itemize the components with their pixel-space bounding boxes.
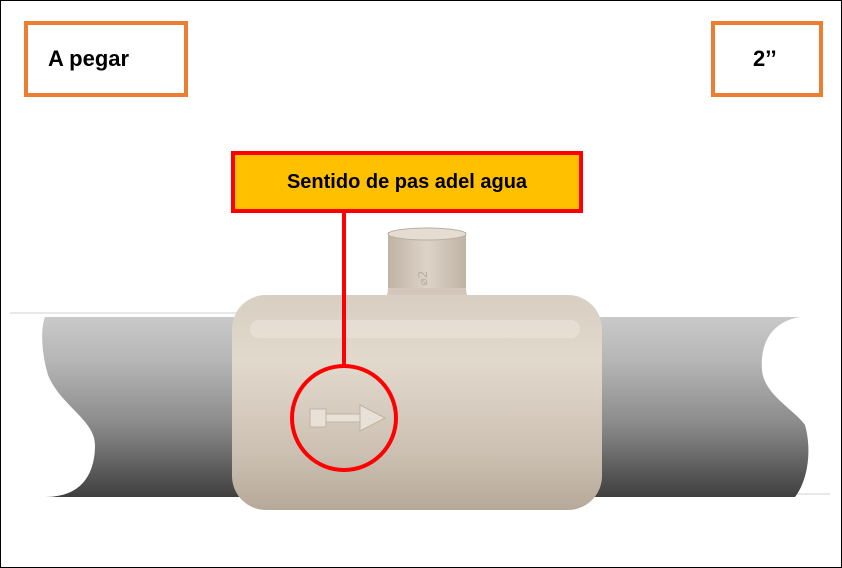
svg-text:⌀2: ⌀2 (416, 271, 430, 286)
callout-highlight-circle (290, 364, 398, 472)
pipe-right (585, 317, 809, 497)
tag-size: 2’’ (711, 21, 823, 97)
pipe-left (42, 317, 251, 497)
flow-direction-callout: Sentido de pas adel agua (231, 151, 583, 213)
tag-a-pegar-text: A pegar (48, 46, 130, 71)
flow-direction-arrow-icon (309, 404, 387, 432)
tee-fitting-body (232, 295, 602, 510)
tag-a-pegar: A pegar (24, 21, 188, 97)
tag-size-text: 2’’ (753, 46, 777, 71)
flow-direction-callout-text: Sentido de pas adel agua (286, 170, 528, 193)
